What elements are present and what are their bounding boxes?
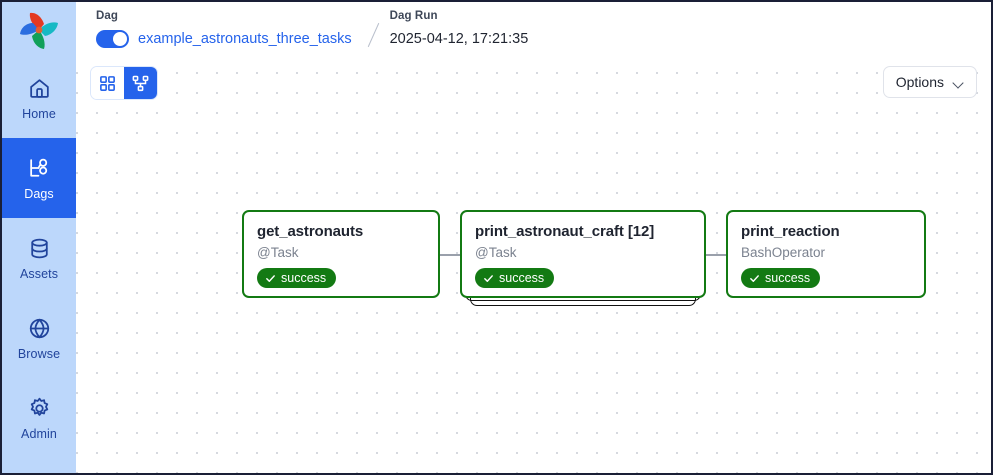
breadcrumb: Dag example_astronauts_three_tasks Dag R…	[96, 10, 528, 54]
check-icon	[266, 274, 275, 282]
sidebar-item-admin[interactable]: Admin	[2, 378, 76, 458]
task-node-type: @Task	[475, 245, 517, 260]
task-node-print-astronaut-craft[interactable]: print_astronaut_craft [12] @Task success	[460, 210, 706, 298]
sidebar-item-label: Browse	[17, 346, 61, 361]
dag-name-link[interactable]: example_astronauts_three_tasks	[138, 31, 352, 47]
admin-icon	[27, 396, 52, 421]
sidebar-item-browse[interactable]: Browse	[2, 298, 76, 378]
check-icon	[750, 274, 759, 282]
edge-print-craft-to-print-reaction	[706, 254, 728, 256]
breadcrumb-bar: Dag example_astronauts_three_tasks Dag R…	[76, 2, 991, 58]
dag-run-label: Dag Run	[389, 10, 438, 22]
graph-view-button[interactable]	[124, 67, 157, 99]
sidebar: Home Dags	[2, 2, 76, 473]
sidebar-item-assets[interactable]: Assets	[2, 218, 76, 298]
status-badge-label: success	[499, 271, 545, 285]
dag-block: Dag example_astronauts_three_tasks	[96, 10, 352, 49]
breadcrumb-separator	[360, 14, 386, 54]
grid-view-icon	[99, 75, 116, 92]
options-label: Options	[895, 74, 944, 90]
options-button[interactable]: Options	[882, 66, 977, 98]
task-node-get-astronauts[interactable]: get_astronauts @Task success	[242, 210, 440, 298]
dag-graph: get_astronauts @Task success print_astro…	[76, 58, 991, 473]
grid-view-button[interactable]	[91, 67, 124, 99]
dag-label: Dag	[96, 10, 119, 22]
assets-icon	[27, 236, 52, 261]
task-node-type: BashOperator	[741, 245, 826, 260]
status-badge-label: success	[765, 271, 811, 285]
graph-view-icon	[132, 75, 149, 92]
edge-get-astronauts-to-print-craft	[440, 254, 462, 256]
chevron-down-icon	[953, 79, 964, 86]
task-node-print-reaction[interactable]: print_reaction BashOperator success	[726, 210, 926, 298]
airflow-pinwheel-logo	[20, 12, 58, 49]
main-area: Dag example_astronauts_three_tasks Dag R…	[76, 2, 991, 473]
task-node-title: print_reaction	[741, 223, 840, 240]
sidebar-item-home[interactable]: Home	[2, 58, 76, 138]
graph-canvas[interactable]: Options get_astronauts @Task success	[76, 58, 991, 473]
dag-run-timestamp: 2025-04-12, 17:21:35	[389, 31, 529, 47]
task-node-type: @Task	[257, 245, 299, 260]
sidebar-item-label: Assets	[19, 266, 59, 281]
view-toggle-group	[90, 66, 158, 100]
dag-icon	[27, 156, 52, 181]
task-node-title: print_astronaut_craft [12]	[475, 223, 655, 240]
status-badge: success	[475, 268, 555, 288]
home-icon	[27, 76, 52, 101]
status-badge-label: success	[281, 271, 327, 285]
sidebar-item-dags[interactable]: Dags	[2, 138, 76, 218]
browse-icon	[27, 316, 52, 341]
airflow-logo[interactable]	[2, 2, 76, 58]
check-icon	[484, 274, 493, 282]
dag-run-block: Dag Run 2025-04-12, 17:21:35	[390, 10, 529, 49]
sidebar-item-label: Admin	[21, 426, 57, 441]
status-badge: success	[741, 268, 821, 288]
dag-pause-toggle[interactable]	[96, 30, 129, 48]
sidebar-item-label: Home	[22, 106, 56, 121]
task-node-title: get_astronauts	[257, 223, 364, 240]
sidebar-item-label: Dags	[24, 186, 54, 201]
status-badge: success	[257, 268, 337, 288]
